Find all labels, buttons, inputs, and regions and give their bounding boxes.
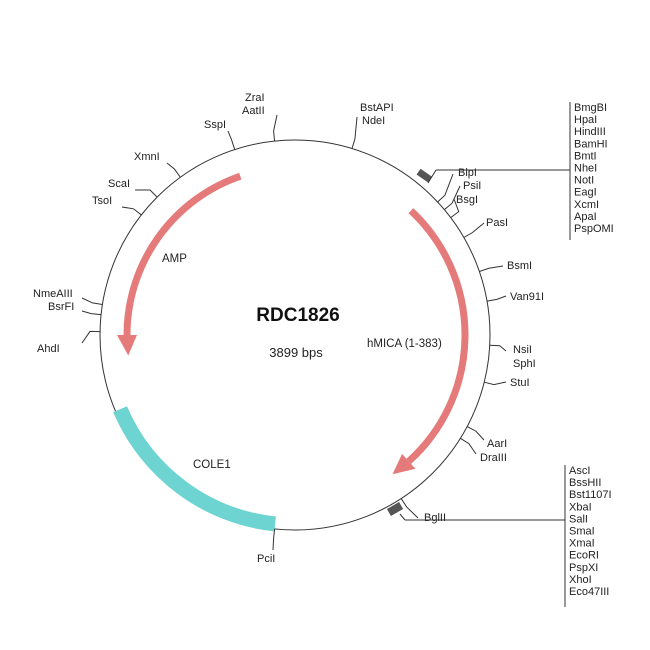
site-label: PasI bbox=[486, 217, 508, 229]
site-label: DraIII bbox=[480, 452, 507, 464]
mcs-site-label: XmaI bbox=[569, 538, 595, 550]
site-tick bbox=[81, 330, 101, 344]
feature-hmica-arrow-head bbox=[392, 453, 416, 475]
mcs-site-label: XcmI bbox=[574, 199, 599, 211]
site-label: AhdI bbox=[37, 343, 60, 355]
site-label: AarI bbox=[487, 438, 507, 450]
feature-hmica-arrow bbox=[406, 208, 469, 464]
mcs-site-label: EagI bbox=[574, 187, 597, 199]
mcs-site-label: SalI bbox=[569, 513, 588, 525]
site-label: ScaI bbox=[108, 178, 130, 190]
site-label: BsgI bbox=[456, 194, 478, 206]
mcs-box-2 bbox=[386, 465, 566, 607]
site-label: TsoI bbox=[92, 195, 112, 207]
site-label: PciI bbox=[257, 553, 275, 565]
site-tick bbox=[463, 222, 485, 238]
site-tick bbox=[460, 437, 477, 455]
site-label: BlpI bbox=[458, 167, 477, 179]
site-tick bbox=[489, 344, 507, 352]
mcs-site-label: BmgBI bbox=[574, 102, 607, 114]
mcs-site-label: EcoRI bbox=[569, 550, 599, 562]
site-label: BstAPI bbox=[360, 102, 394, 114]
site-label: SspI bbox=[204, 119, 226, 131]
site-label: AatII bbox=[242, 105, 265, 117]
site-label: Van91I bbox=[510, 291, 544, 303]
feature-label-cole1: COLE1 bbox=[193, 459, 231, 471]
site-tick bbox=[400, 498, 419, 519]
backbone-circle bbox=[99, 139, 491, 531]
site-label: BsrFI bbox=[48, 301, 74, 313]
site-label: NmeAIII bbox=[33, 288, 73, 300]
site-tick bbox=[484, 381, 507, 386]
mcs-site-label: SmaI bbox=[569, 526, 595, 538]
feature-amp-arrow bbox=[123, 172, 242, 336]
site-tick bbox=[166, 162, 181, 178]
mcs-site-label: BssHII bbox=[569, 477, 601, 489]
mcs-site-label: XbaI bbox=[569, 501, 592, 513]
site-tick bbox=[134, 189, 158, 198]
mcs-site-label: BmtI bbox=[574, 150, 597, 162]
site-label: ZraI bbox=[245, 92, 265, 104]
plasmid-name: RDC1826 bbox=[256, 305, 339, 326]
site-tick bbox=[272, 528, 276, 551]
site-tick bbox=[273, 114, 278, 142]
mcs-site-label: BamHI bbox=[574, 138, 608, 150]
site-tick bbox=[227, 130, 236, 150]
site-label: SphI bbox=[513, 358, 536, 370]
site-label: XmnI bbox=[134, 151, 160, 163]
feature-label-hmica: hMICA (1-383) bbox=[367, 338, 442, 350]
mcs-site-label: HindIII bbox=[574, 126, 606, 138]
feature-label-amp: AMP bbox=[162, 253, 187, 265]
site-tick bbox=[466, 426, 485, 441]
site-tick bbox=[444, 185, 461, 211]
site-label: BglII bbox=[424, 512, 446, 524]
site-tick bbox=[351, 116, 358, 149]
site-tick bbox=[437, 173, 454, 203]
site-tick bbox=[121, 206, 142, 216]
site-tick bbox=[450, 198, 460, 219]
mcs-list-1: BmgBIHpaIHindIIIBamHIBmtINheINotIEagIXcm… bbox=[574, 102, 614, 235]
mcs-list-2: AscIBssHIIBst1107IXbaISalISmaIXmaIEcoRIP… bbox=[569, 465, 612, 598]
feature-amp-arrow-head bbox=[117, 335, 137, 356]
site-label: PsiI bbox=[463, 180, 481, 192]
feature-cole1 bbox=[113, 406, 276, 532]
site-tick bbox=[486, 295, 507, 302]
mcs-site-label: ApaI bbox=[574, 211, 597, 223]
site-label: BsmI bbox=[507, 260, 532, 272]
site-label: StuI bbox=[510, 377, 530, 389]
site-label: NsiI bbox=[513, 344, 532, 356]
mcs-site-label: Bst1107I bbox=[569, 489, 612, 501]
plasmid-size: 3899 bps bbox=[269, 345, 323, 360]
mcs-site-label: HpaI bbox=[574, 114, 597, 126]
site-tick bbox=[81, 297, 103, 305]
mcs-site-label: AscI bbox=[569, 465, 590, 477]
mcs-site-label: PspOMI bbox=[574, 223, 614, 235]
mcs-site-label: PspXI bbox=[569, 562, 598, 574]
mcs-site-label: Eco47III bbox=[569, 586, 609, 598]
site-tick bbox=[81, 310, 102, 316]
mcs-site-label: NotI bbox=[574, 175, 594, 187]
site-label: NdeI bbox=[362, 115, 385, 127]
mcs-box-1 bbox=[416, 102, 571, 240]
site-tick bbox=[479, 265, 504, 272]
mcs-site-label: XhoI bbox=[569, 574, 592, 586]
mcs-site-label: NheI bbox=[574, 163, 597, 175]
